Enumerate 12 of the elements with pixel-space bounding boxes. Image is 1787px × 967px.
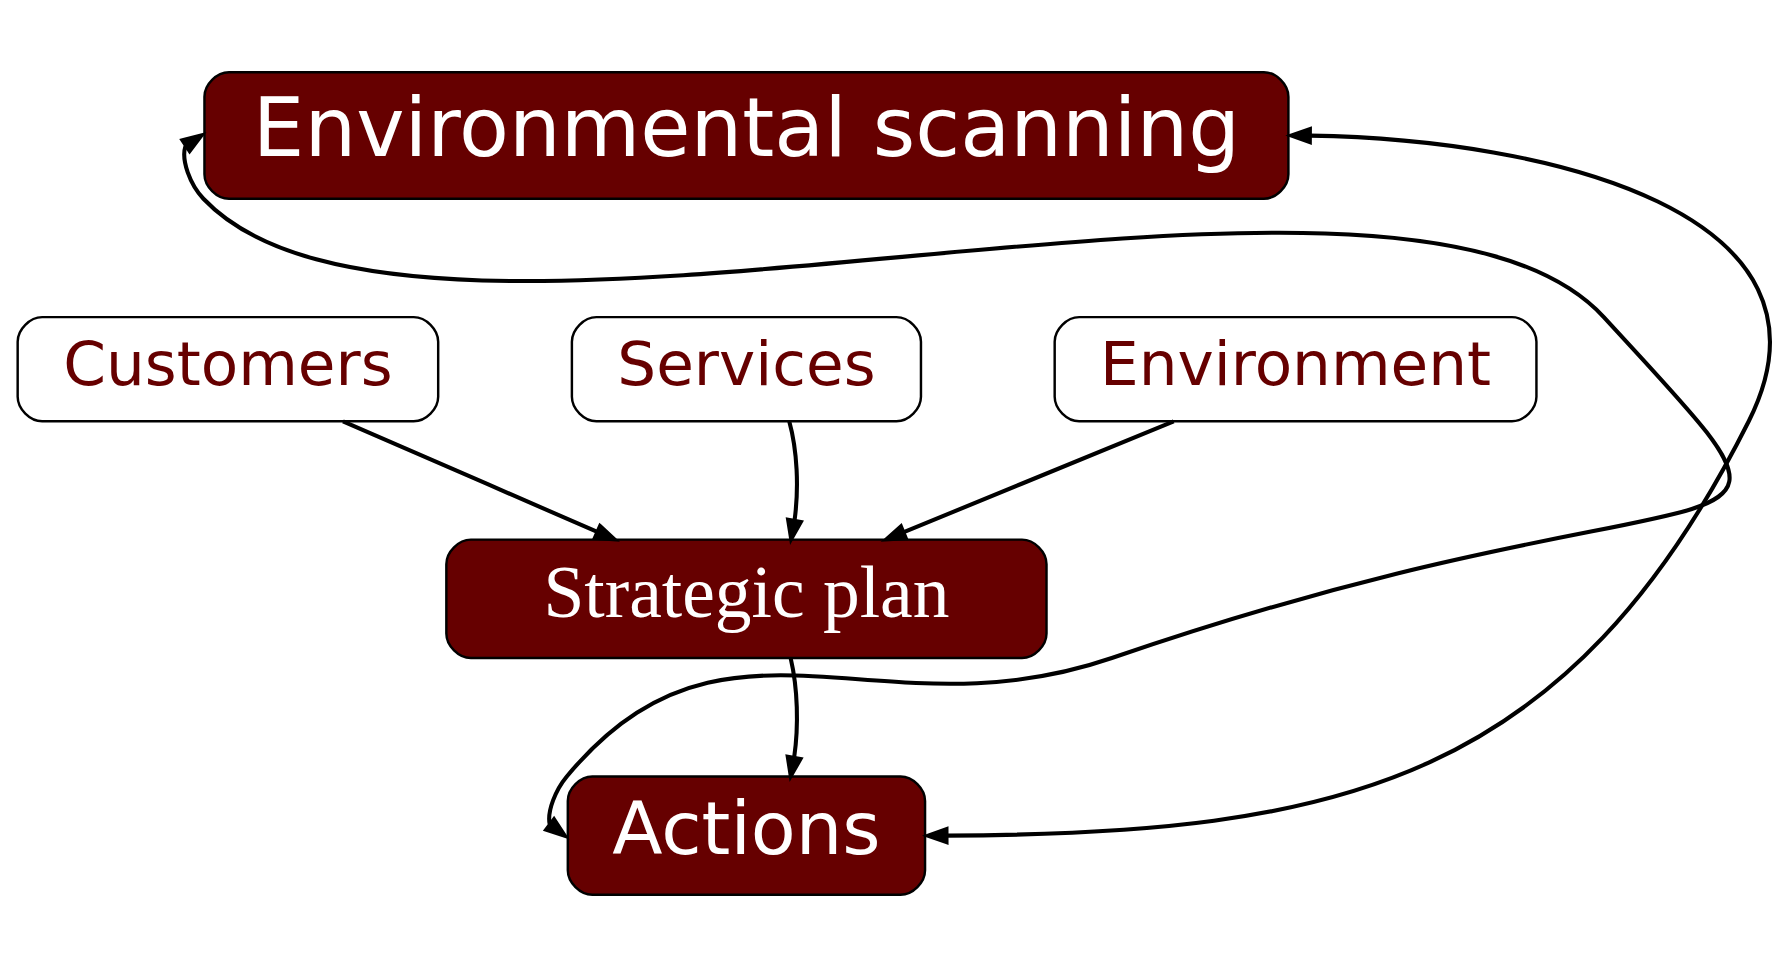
arrow xyxy=(785,420,804,545)
arrow xyxy=(341,419,620,542)
arrow xyxy=(921,126,1771,845)
arrow xyxy=(178,132,1729,840)
arrow xyxy=(880,419,1174,542)
node-box: Customers xyxy=(15,315,439,423)
node-box: Environment xyxy=(1052,315,1538,423)
arrow xyxy=(784,657,804,782)
node-box: Actions xyxy=(566,775,926,897)
node-box: Environmental scanning xyxy=(202,70,1290,200)
node-box: Services xyxy=(570,315,922,423)
node-box: Strategic plan xyxy=(444,538,1048,660)
